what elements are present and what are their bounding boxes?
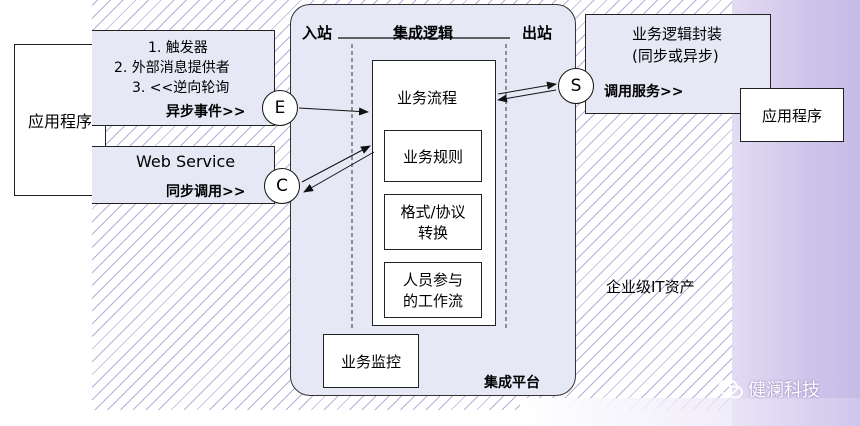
format-protocol-line-2: 转换 bbox=[417, 224, 448, 242]
platform-name-label: 集成平台 bbox=[484, 375, 540, 391]
sync-call-arrows bbox=[301, 145, 375, 193]
event-circle: E bbox=[262, 90, 298, 126]
enterprise-it-assets-label: 企业级IT资产 bbox=[606, 278, 695, 296]
watermark: 健澜科技 bbox=[718, 376, 850, 402]
right-application-box: 应用程序 bbox=[740, 88, 844, 142]
business-monitoring-label: 业务监控 bbox=[340, 352, 401, 371]
business-rules-box: 业务规则 bbox=[384, 130, 482, 182]
trigger-line-2: 2. 外部消息提供者 bbox=[114, 60, 230, 76]
call-circle: C bbox=[264, 168, 300, 204]
human-workflow-line-2: 的工作流 bbox=[402, 292, 463, 310]
left-application-box: 应用程序 bbox=[14, 44, 106, 196]
human-workflow-box: 人员参与 的工作流 bbox=[384, 262, 482, 318]
service-title-line-1: 业务逻辑封装 bbox=[632, 25, 723, 43]
chat-bubble-icon bbox=[718, 379, 743, 399]
human-workflow-line-1: 人员参与 bbox=[402, 271, 463, 289]
webservice-title: Web Service bbox=[136, 152, 236, 171]
format-protocol-box: 格式/协议 转换 bbox=[384, 194, 482, 250]
inbound-label: 入站 bbox=[302, 24, 333, 42]
service-circle: S bbox=[558, 68, 594, 104]
business-monitoring-box: 业务监控 bbox=[323, 334, 419, 388]
sync-call-label: 同步调用>> bbox=[166, 184, 246, 200]
service-call-arrows bbox=[497, 81, 557, 103]
async-event-label: 异步事件>> bbox=[166, 104, 246, 120]
business-rules-label: 业务规则 bbox=[402, 147, 463, 166]
bottom-fade bbox=[520, 398, 860, 426]
event-arrow bbox=[298, 107, 369, 116]
service-title-line-2: (同步或异步) bbox=[632, 47, 719, 65]
right-application-label: 应用程序 bbox=[761, 106, 822, 125]
trigger-line-3: 3. <<逆向轮询 bbox=[132, 80, 230, 96]
call-service-label: 调用服务>> bbox=[604, 84, 684, 100]
trigger-line-1: 1. 触发器 bbox=[148, 40, 208, 56]
outbound-label: 出站 bbox=[522, 24, 553, 42]
webservice-box: Web Service 同步调用>> bbox=[92, 146, 275, 204]
left-application-label: 应用程序 bbox=[27, 112, 92, 131]
business-process-title: 业务流程 bbox=[397, 89, 458, 107]
format-protocol-line-1: 格式/协议 bbox=[400, 203, 466, 221]
trigger-box: 1. 触发器 2. 外部消息提供者 3. <<逆向轮询 异步事件>> bbox=[92, 30, 275, 126]
watermark-text: 健澜科技 bbox=[748, 380, 820, 401]
